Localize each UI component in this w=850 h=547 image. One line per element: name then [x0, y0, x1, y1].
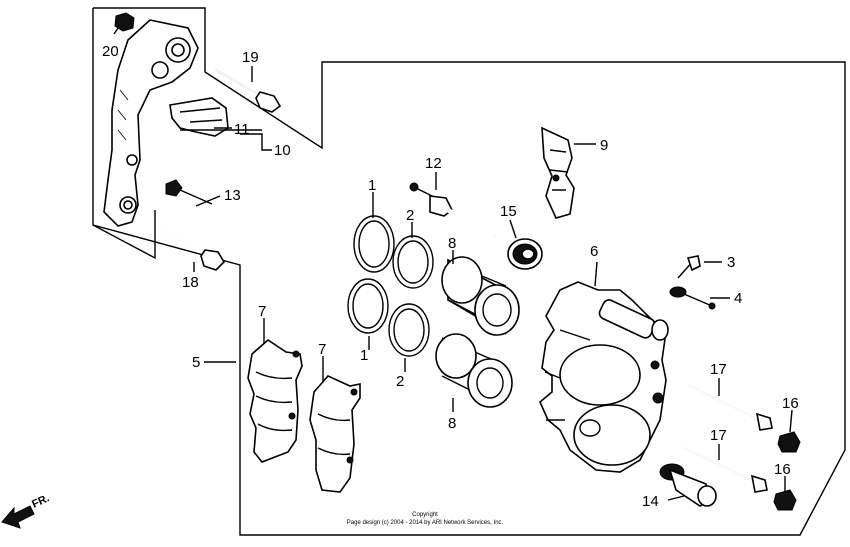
callout-7-right: 7	[318, 341, 326, 358]
callout-2-upper: 2	[406, 207, 414, 224]
front-label: FR.	[30, 492, 51, 510]
callout-17-upper: 17	[710, 361, 727, 378]
pad-pin-17-upper	[689, 385, 773, 431]
bolt-13	[165, 179, 213, 205]
callout-12: 12	[425, 155, 442, 172]
boot-15	[507, 238, 543, 270]
bleeder-cap-4	[669, 286, 716, 310]
callout-labels: 1 1 2 2 3 4 5 6 7 7 8 8 9 10 11 12 13 14…	[102, 43, 799, 510]
piston-seal-1-upper	[353, 215, 395, 273]
callout-4: 4	[734, 290, 742, 307]
callout-16-upper: 16	[782, 395, 799, 412]
copyright-notice: Copyright Page design (c) 2004 - 2014 by…	[347, 512, 504, 526]
brake-pad-7-right	[309, 375, 361, 493]
dust-seal-2-upper	[392, 235, 434, 289]
callout-19: 19	[242, 49, 259, 66]
callout-9: 9	[600, 137, 608, 154]
callout-1-upper: 1	[368, 177, 376, 194]
callout-20: 20	[102, 43, 119, 60]
callout-10: 10	[274, 142, 291, 159]
bolt-20	[114, 12, 135, 32]
callout-7-left: 7	[258, 303, 266, 320]
pin-bolt-14	[659, 463, 717, 507]
pad-spring-9	[541, 126, 575, 219]
piston-8-lower	[435, 333, 513, 408]
pin-12	[409, 182, 497, 238]
callout-8-upper: 8	[448, 235, 456, 252]
callout-1-lower: 1	[360, 347, 368, 364]
callout-11: 11	[234, 121, 250, 138]
front-direction-indicator: FR.	[1, 492, 51, 529]
callout-15: 15	[500, 203, 517, 220]
pad-retainer-11	[169, 97, 229, 137]
copyright-line-2: Page design (c) 2004 - 2014 by ARI Netwo…	[347, 520, 504, 526]
brake-pad-7-left	[247, 338, 303, 463]
front-arrow-icon	[1, 505, 35, 529]
bolt-18	[165, 231, 226, 271]
copyright-line-1: Copyright	[412, 512, 438, 518]
callout-2-lower: 2	[396, 373, 404, 390]
callout-3: 3	[727, 254, 735, 271]
caliper-bracket	[103, 19, 199, 227]
callout-8-lower: 8	[448, 415, 456, 432]
callout-18: 18	[182, 274, 199, 291]
plug-16-lower	[773, 489, 797, 511]
caliper-body-6	[539, 281, 669, 473]
bleeder-3	[677, 255, 701, 279]
callout-14: 14	[642, 493, 659, 510]
piston-seal-1-lower	[347, 278, 389, 334]
dust-seal-2-lower	[388, 303, 430, 357]
pad-pin-17-lower	[683, 447, 768, 493]
callout-17-lower: 17	[710, 427, 727, 444]
callout-16-lower: 16	[774, 461, 791, 478]
callout-13: 13	[224, 187, 241, 204]
piston-8-upper	[441, 256, 520, 336]
plug-16-upper	[777, 431, 801, 453]
callout-5: 5	[192, 354, 200, 371]
bolt-19	[215, 69, 282, 113]
leader-lines	[113, 27, 793, 501]
callout-6: 6	[590, 243, 598, 260]
